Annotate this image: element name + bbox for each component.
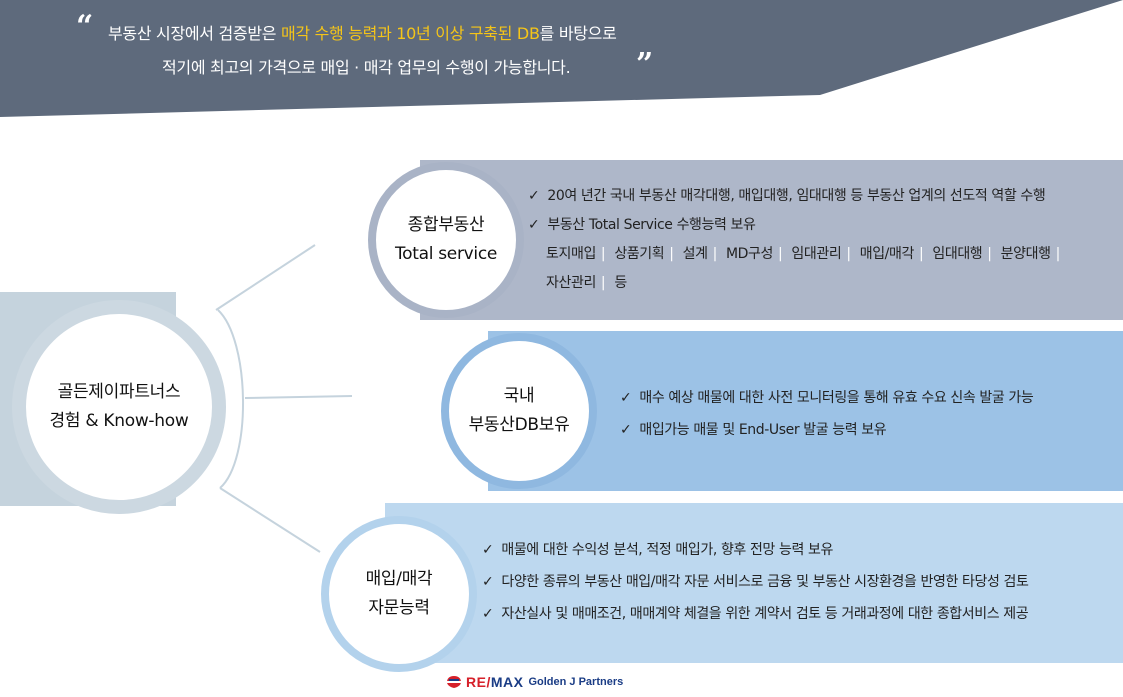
separator: | xyxy=(1055,246,1061,262)
logo-re: RE/ xyxy=(466,674,491,690)
section-3-title-1: 매입/매각 xyxy=(365,569,433,590)
section-2-circle: 국내 부동산DB보유 xyxy=(441,333,597,489)
check-icon: ✓ xyxy=(528,217,540,233)
section-1-circle: 종합부동산 Total service xyxy=(368,162,524,318)
check-icon: ✓ xyxy=(528,188,540,204)
section-3-bullet-3-text: 자산실사 및 매매조건, 매매계약 체결을 위한 계약서 검토 등 거래과정에 … xyxy=(501,606,1029,622)
section-3-circle: 매입/매각 자문능력 xyxy=(321,516,477,672)
section-1-bullet-2: ✓ 부동산 Total Service 수행능력 보유 xyxy=(528,211,1065,240)
section-1-title-1: 종합부동산 xyxy=(407,215,485,236)
check-icon: ✓ xyxy=(482,574,494,590)
separator: | xyxy=(987,246,992,262)
main-circle: 골든제이파트너스 경험 & Know-how xyxy=(12,300,226,514)
section-3-title-2: 자문능력 xyxy=(368,598,430,618)
service-item: 토지매입 xyxy=(546,246,596,262)
service-item: 분양대행 xyxy=(1000,246,1051,262)
section-1-services-row-1: 토지매입| 상품기획| 설계| MD구성| 임대관리| 매입/매각| 임대대행|… xyxy=(528,240,1065,269)
section-3-bullet-1: ✓ 매물에 대한 수익성 분석, 적정 매입가, 향후 전망 능력 보유 xyxy=(482,534,1029,566)
separator: | xyxy=(918,246,924,262)
section-1-bullet-2-text: 부동산 Total Service 수행능력 보유 xyxy=(547,217,756,233)
service-item: MD구성 xyxy=(725,246,774,262)
remax-logo: RE/MAX Golden J Partners xyxy=(446,674,623,690)
section-2-bullet-2: ✓ 매입가능 매물 및 End-User 발굴 능력 보유 xyxy=(620,414,1033,446)
section-3-bullet-1-text: 매물에 대한 수익성 분석, 적정 매입가, 향후 전망 능력 보유 xyxy=(501,542,833,558)
section-1-bullet-1-text: 20여 년간 국내 부동산 매각대행, 매입대행, 임대대행 등 부동산 업계의… xyxy=(547,188,1046,204)
logo-subtitle: Golden J Partners xyxy=(528,676,624,688)
close-quote-icon: ” xyxy=(636,47,654,82)
service-item: 등 xyxy=(614,275,627,291)
quote-line-1-post: 를 바탕으로 xyxy=(539,24,617,43)
section-1-title-2: Total service xyxy=(394,244,498,264)
section-2-text: ✓ 매수 예상 매물에 대한 사전 모니터링을 통해 유효 수요 신속 발굴 가능… xyxy=(620,382,1034,446)
section-3-band xyxy=(385,503,1123,663)
quote-banner xyxy=(0,0,1123,117)
separator: | xyxy=(846,246,851,262)
separator: | xyxy=(669,246,674,262)
check-icon: ✓ xyxy=(620,422,632,438)
service-item: 설계 xyxy=(682,246,708,262)
quote-line-1: 부동산 시장에서 검증받은 매각 수행 능력과 10년 이상 구축된 DB를 바… xyxy=(108,20,617,44)
section-3-bullet-2-text: 다양한 종류의 부동산 매입/매각 자문 서비스로 금융 및 부동산 시장환경을… xyxy=(501,574,1029,590)
section-1-text: ✓ 20여 년간 국내 부동산 매각대행, 매입대행, 임대대행 등 부동산 업계… xyxy=(528,182,1065,298)
section-3-bullet-3: ✓ 자산실사 및 매매조건, 매매계약 체결을 위한 계약서 검토 등 거래과정에… xyxy=(482,598,1029,630)
quote-line-1-pre: 부동산 시장에서 검증받은 xyxy=(108,24,281,43)
section-1-bullet-1: ✓ 20여 년간 국내 부동산 매각대행, 매입대행, 임대대행 등 부동산 업계… xyxy=(528,182,1065,211)
section-2-title-2: 부동산DB보유 xyxy=(468,415,570,435)
section-3-bullet-2: ✓ 다양한 종류의 부동산 매입/매각 자문 서비스로 금융 및 부동산 시장환경… xyxy=(482,566,1029,598)
check-icon: ✓ xyxy=(482,606,494,622)
separator: | xyxy=(600,246,606,262)
service-item: 임대대행 xyxy=(932,246,983,262)
service-item: 상품기획 xyxy=(614,246,665,262)
quote-highlight: 매각 수행 능력과 10년 이상 구축된 DB xyxy=(280,24,540,43)
main-circle-line-1: 골든제이파트너스 xyxy=(57,382,181,403)
separator: | xyxy=(778,246,783,262)
check-icon: ✓ xyxy=(620,390,632,406)
section-2-bullet-1-text: 매수 예상 매물에 대한 사전 모니터링을 통해 유효 수요 신속 발굴 가능 xyxy=(639,390,1034,406)
check-icon: ✓ xyxy=(482,542,494,558)
service-item: 매입/매각 xyxy=(859,246,915,262)
separator: | xyxy=(600,275,606,291)
service-item: 자산관리 xyxy=(546,275,596,291)
quote-line-2: 적기에 최고의 가격으로 매입 · 매각 업무의 수행이 가능합니다. xyxy=(162,58,571,77)
section-2-bullet-1: ✓ 매수 예상 매물에 대한 사전 모니터링을 통해 유효 수요 신속 발굴 가능 xyxy=(620,382,1034,414)
logo-wordmark: RE/MAX xyxy=(466,674,523,690)
section-1-band xyxy=(420,160,1123,320)
section-1-services-row-2: 자산관리| 등 xyxy=(528,269,1065,298)
logo-max: MAX xyxy=(490,674,524,690)
balloon-icon xyxy=(447,676,461,688)
section-3-text: ✓ 매물에 대한 수익성 분석, 적정 매입가, 향후 전망 능력 보유 ✓ 다양한… xyxy=(482,534,1029,630)
section-2-bullet-2-text: 매입가능 매물 및 End-User 발굴 능력 보유 xyxy=(639,422,887,438)
section-2-title-1: 국내 xyxy=(503,386,535,407)
separator: | xyxy=(712,246,718,262)
service-item: 임대관리 xyxy=(791,246,842,262)
main-circle-line-2: 경험 & Know-how xyxy=(49,411,189,431)
open-quote-icon: “ xyxy=(76,9,94,44)
